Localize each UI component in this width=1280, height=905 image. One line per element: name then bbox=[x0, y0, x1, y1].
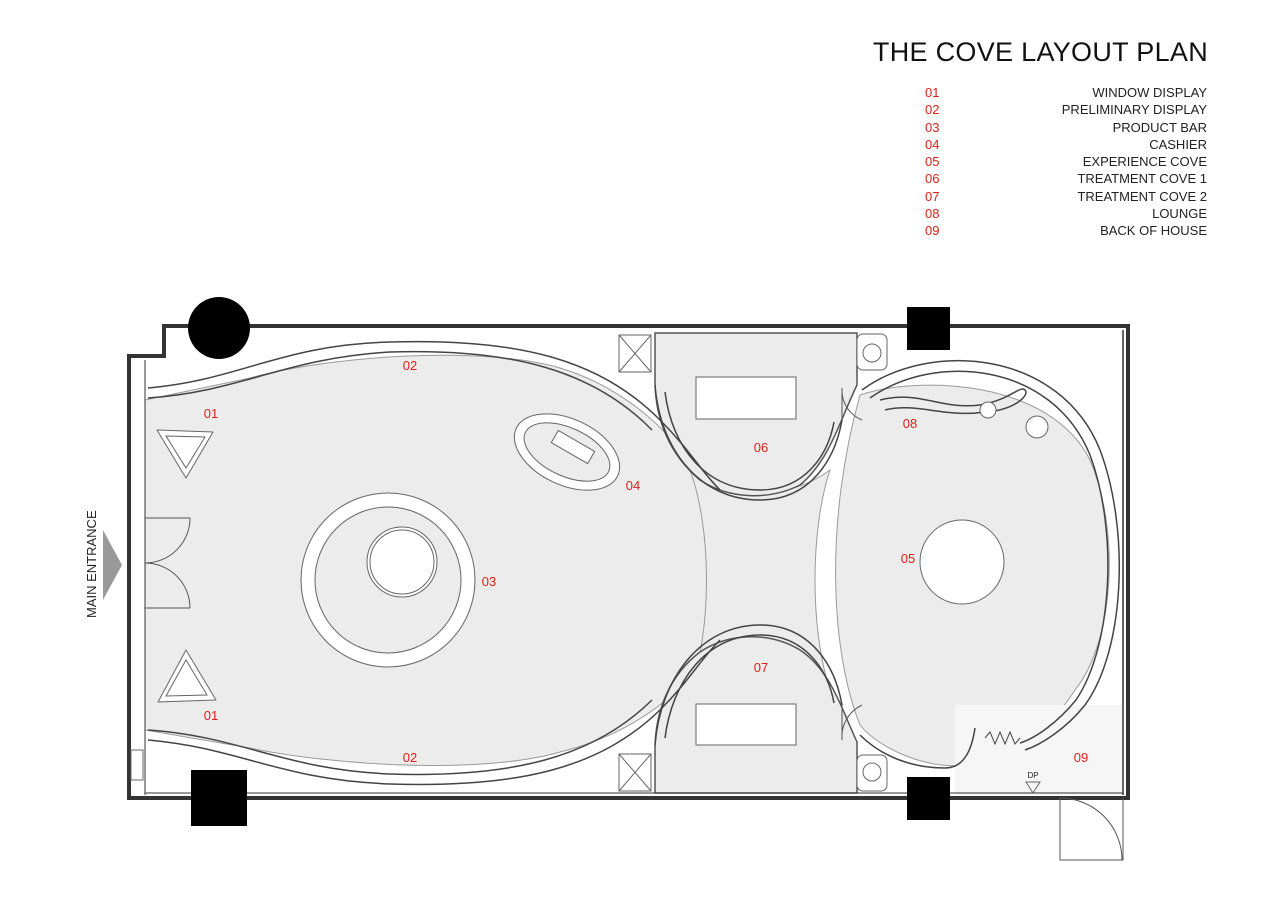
exterior-wall bbox=[127, 324, 1130, 800]
label-experience-cove: 05 bbox=[901, 551, 915, 566]
preliminary-display-wall-top-inner bbox=[147, 350, 653, 431]
treatment-2-door bbox=[841, 704, 863, 741]
column-top-right bbox=[907, 307, 950, 350]
treatment-1-curved-wall-inner bbox=[664, 391, 835, 491]
legend-number: 08 bbox=[925, 206, 940, 222]
treatment-1-door bbox=[841, 387, 863, 421]
storage-box-top-cross bbox=[618, 334, 652, 373]
label-treatment-cove-1: 06 bbox=[754, 440, 768, 455]
legend-item: 01 WINDOW DISPLAY bbox=[925, 84, 1207, 101]
legend-item: 03 PRODUCT BAR bbox=[925, 119, 1207, 136]
legend-label: CASHIER bbox=[1149, 136, 1207, 152]
zone-labels: 01 01 02 02 03 04 05 06 07 08 09 DP bbox=[204, 358, 1088, 780]
column-bottom-right bbox=[907, 777, 950, 820]
legend-number: 05 bbox=[925, 154, 940, 170]
label-window-display-top: 01 bbox=[204, 406, 218, 421]
round-column bbox=[188, 297, 250, 359]
label-treatment-cove-2: 07 bbox=[754, 660, 768, 675]
legend-label: TREATMENT COVE 1 bbox=[1077, 171, 1207, 187]
label-back-of-house: 09 bbox=[1074, 750, 1088, 765]
label-preliminary-top: 02 bbox=[403, 358, 417, 373]
basin-bottom-bowl bbox=[862, 762, 882, 782]
legend-number: 02 bbox=[925, 102, 940, 118]
dp-marker bbox=[1025, 781, 1041, 794]
entrance-door-bottom bbox=[144, 562, 191, 609]
legend: 01 WINDOW DISPLAY 02 PRELIMINARY DISPLAY 0… bbox=[925, 84, 1207, 240]
treatment-2-curved-wall bbox=[654, 624, 843, 746]
legend-item: 07 TREATMENT COVE 2 bbox=[925, 188, 1207, 205]
lounge-table-1 bbox=[979, 401, 997, 419]
product-bar-core bbox=[369, 529, 435, 595]
legend-number: 03 bbox=[925, 119, 940, 135]
label-product-bar: 03 bbox=[482, 574, 496, 589]
lounge-bench bbox=[879, 388, 1027, 415]
plan-title: THE COVE LAYOUT PLAN bbox=[872, 37, 1208, 67]
treatment-1-curved-wall bbox=[654, 384, 843, 501]
back-door bbox=[1059, 797, 1124, 861]
label-cashier: 04 bbox=[626, 478, 640, 493]
legend-label: PRELIMINARY DISPLAY bbox=[1061, 102, 1207, 118]
treatment-bed-2 bbox=[695, 703, 797, 746]
cashier-desk bbox=[550, 429, 596, 465]
legend-number: 06 bbox=[925, 171, 940, 187]
legend-number: 01 bbox=[925, 85, 940, 100]
window-display-bottom-inner bbox=[165, 659, 208, 697]
legend-label: BACK OF HOUSE bbox=[1100, 223, 1207, 239]
legend-label: PRODUCT BAR bbox=[1112, 119, 1207, 135]
experience-cove-wall bbox=[861, 359, 1121, 751]
legend-label: EXPERIENCE COVE bbox=[1082, 154, 1207, 170]
label-lounge: 08 bbox=[903, 416, 917, 431]
legend-label: TREATMENT COVE 2 bbox=[1077, 188, 1207, 204]
entrance-arrow-icon bbox=[103, 530, 122, 600]
legend-item: 04 CASHIER bbox=[925, 136, 1207, 153]
treatment-2-curved-wall-inner bbox=[664, 634, 835, 739]
legend-label: LOUNGE bbox=[1152, 206, 1207, 222]
column-bottom-left bbox=[191, 770, 247, 826]
legend-number: 04 bbox=[925, 136, 940, 152]
doors bbox=[144, 387, 1124, 861]
label-dp: DP bbox=[1027, 771, 1038, 780]
legend-item: 08 LOUNGE bbox=[925, 205, 1207, 222]
fixtures bbox=[130, 333, 1049, 794]
legend-label: WINDOW DISPLAY bbox=[1092, 85, 1207, 100]
legend-number: 07 bbox=[925, 188, 940, 204]
label-window-display-bottom: 01 bbox=[204, 708, 218, 723]
label-preliminary-bottom: 02 bbox=[403, 750, 417, 765]
basin-top-bowl bbox=[862, 343, 882, 363]
preliminary-display-wall-bottom-inner bbox=[147, 699, 653, 776]
experience-cove-wall-inner bbox=[869, 370, 1109, 744]
storage-box-bottom-cross bbox=[618, 753, 652, 792]
main-entrance-label: MAIN ENTRANCE bbox=[84, 510, 99, 618]
legend-item: 02 PRELIMINARY DISPLAY bbox=[925, 101, 1207, 118]
legend-item: 05 EXPERIENCE COVE bbox=[925, 153, 1207, 170]
facade-device bbox=[130, 749, 144, 781]
back-of-house-floor bbox=[955, 705, 1123, 795]
treatment-bed-1 bbox=[695, 376, 797, 420]
lower-cove-wall bbox=[859, 727, 976, 769]
legend-number: 09 bbox=[925, 223, 940, 239]
legend-item: 06 TREATMENT COVE 1 bbox=[925, 170, 1207, 187]
window-display-top-inner bbox=[165, 435, 206, 469]
columns bbox=[188, 297, 950, 826]
legend-item: 09 BACK OF HOUSE bbox=[925, 222, 1207, 239]
walls bbox=[127, 324, 1130, 800]
experience-table bbox=[919, 519, 1005, 605]
spring-partition bbox=[984, 730, 1021, 746]
lounge-table-2 bbox=[1025, 415, 1049, 439]
entrance-door-top bbox=[144, 517, 191, 564]
display-walls bbox=[147, 340, 1121, 786]
